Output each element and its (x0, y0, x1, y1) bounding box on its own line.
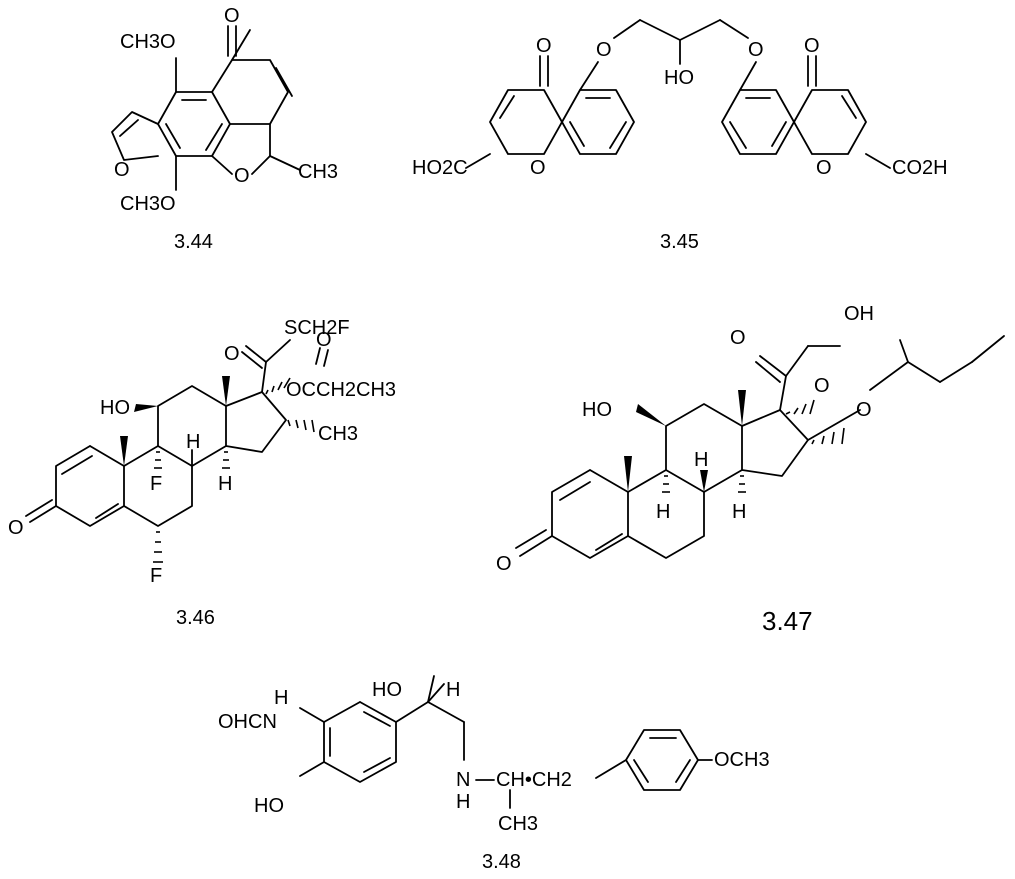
ether-left-label: O (596, 39, 612, 61)
h1-label: H (186, 431, 200, 453)
methoxy-label: OCH3 (714, 749, 770, 771)
chain-label: CH•CH2 (496, 769, 572, 791)
structure-3-48: H OHCN HO H HO N H CH•CH2 CH3 OCH3 3.48 (218, 675, 770, 873)
h8-label: H (694, 449, 708, 471)
formamide-label: OHCN (218, 711, 277, 733)
structure-3-46: SCH2F O O OCCH2CH3 HO CH3 H F H O F 3.46 (8, 317, 396, 629)
caption-3-48: 3.48 (482, 851, 521, 873)
ether-right-label: O (748, 39, 764, 61)
h9-label: H (656, 501, 670, 523)
hydroxyl-label-3-47: HO (582, 399, 612, 421)
amine-n-label: N (456, 769, 470, 791)
nh-h-label: H (274, 687, 288, 709)
keto-o-label: O (224, 5, 240, 27)
amine-h-label: H (456, 791, 470, 813)
furan-o-label: O (114, 159, 130, 181)
hydroxyl-label: HO (664, 67, 694, 89)
carbonyl-o-label-3-47: O (730, 327, 746, 349)
caption-3-45: 3.45 (660, 231, 699, 253)
bonds-3-45 (465, 19, 891, 169)
keto-o-label-3-47: O (496, 553, 512, 575)
pyran-o-label: O (234, 165, 250, 187)
ring-o-left-label: O (530, 157, 546, 179)
hydroxyl-top-label-3-48: HO (372, 679, 402, 701)
h2-label: H (218, 473, 232, 495)
acid-left-label: HO2C (412, 157, 468, 179)
h-top-label: H (446, 679, 460, 701)
acetal-o2-label: O (856, 399, 872, 421)
keto-o-label-3-46: O (8, 517, 24, 539)
structure-3-45: O O HO O O HO2C O O CO2H 3.45 (412, 19, 948, 253)
methyl-label-3-48: CH3 (498, 813, 538, 835)
keto-left-label: O (536, 35, 552, 57)
bonds-3-48 (299, 675, 713, 809)
ring-o-right-label: O (816, 157, 832, 179)
carbonyl-o-label: O (224, 343, 240, 365)
keto-right-label: O (804, 35, 820, 57)
h14-label: H (732, 501, 746, 523)
bonds-3-47 (515, 335, 1005, 559)
f9-label: F (150, 473, 162, 495)
ome-bottom-label: CH3O (120, 193, 176, 215)
structure-3-44: CH3O O O O CH3 CH3O 3.44 (111, 5, 338, 253)
bonds-3-44 (111, 25, 301, 191)
ester-o-label: O (316, 329, 332, 351)
caption-3-44: 3.44 (174, 231, 213, 253)
propionate-label: OCCH2CH3 (286, 379, 396, 401)
caption-3-47: 3.47 (762, 606, 813, 636)
caption-3-46: 3.46 (176, 607, 215, 629)
hydroxyl-label-3-46: HO (100, 397, 130, 419)
methyl-label-3-46: CH3 (318, 423, 358, 445)
methyl-label: CH3 (298, 161, 338, 183)
ome-top-label: CH3O (120, 31, 176, 53)
bonds-3-46 (25, 339, 329, 563)
structure-3-47: O OH O O HO H H H O 3.47 (496, 303, 1005, 636)
hydroxyl-top-label-3-47: OH (844, 303, 874, 325)
sch2f-label: SCH2F (284, 317, 350, 339)
phenol-label: HO (254, 795, 284, 817)
acid-right-label: CO2H (892, 157, 948, 179)
f6-label: F (150, 565, 162, 587)
acetal-o1-label: O (814, 375, 830, 397)
